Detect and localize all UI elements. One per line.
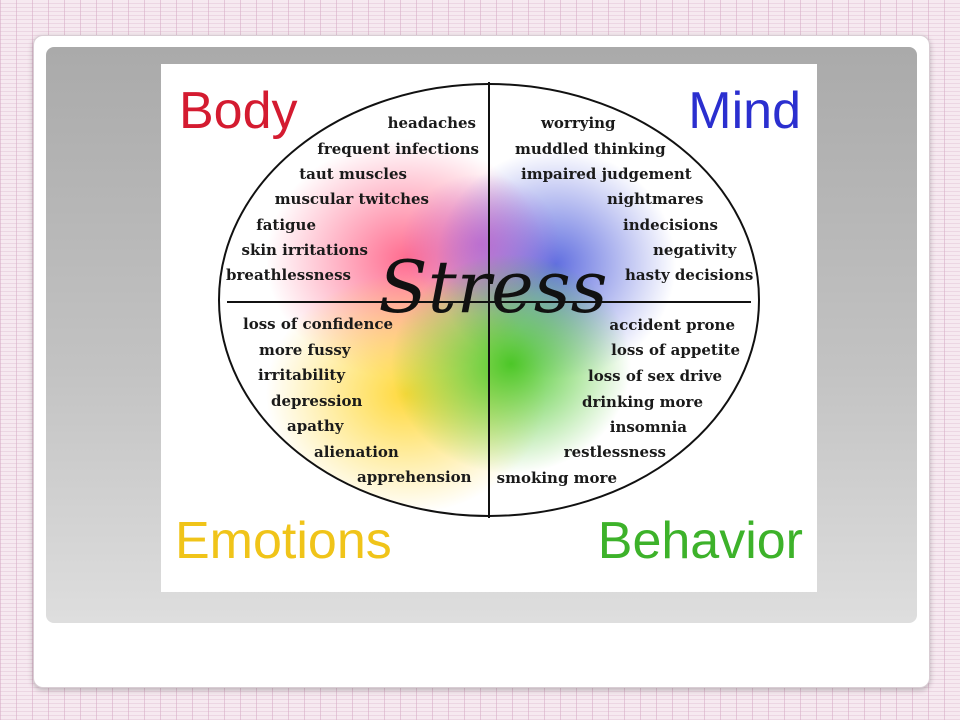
list-item: depression <box>271 392 363 410</box>
list-item: apathy <box>287 417 345 435</box>
body-items: headaches frequent infections taut muscl… <box>226 114 479 284</box>
behavior-items: accident prone loss of appetite loss of … <box>497 316 740 487</box>
list-item: frequent infections <box>317 140 479 158</box>
slide: Body Mind Emotions Behavior Stress heada… <box>33 35 930 688</box>
list-item: negativity <box>653 241 738 259</box>
list-item: impaired judgement <box>521 165 692 183</box>
quadrant-label-body: Body <box>179 82 298 140</box>
quadrant-label-mind: Mind <box>688 82 801 140</box>
list-item: worrying <box>540 114 616 132</box>
list-item: fatigue <box>256 216 316 234</box>
list-item: indecisions <box>623 216 718 234</box>
list-item: apprehension <box>357 468 472 486</box>
list-item: insomnia <box>610 418 688 436</box>
list-item: skin irritations <box>242 241 369 259</box>
list-item: irritability <box>258 366 346 384</box>
quadrant-label-emotions: Emotions <box>175 512 392 570</box>
stress-diagram-svg: Body Mind Emotions Behavior Stress heada… <box>175 82 803 570</box>
list-item: loss of appetite <box>611 341 740 359</box>
list-item: alienation <box>314 443 399 461</box>
list-item: restlessness <box>564 443 666 461</box>
stress-diagram: Body Mind Emotions Behavior Stress heada… <box>161 64 817 592</box>
list-item: headaches <box>388 114 476 132</box>
quadrant-label-behavior: Behavior <box>598 512 803 570</box>
mind-items: worrying muddled thinking impaired judge… <box>515 114 753 284</box>
list-item: muscular twitches <box>275 190 429 208</box>
list-item: hasty decisions <box>625 266 753 284</box>
center-label: Stress <box>378 245 607 329</box>
list-item: loss of confidence <box>243 315 393 333</box>
list-item: muddled thinking <box>515 140 666 158</box>
list-item: taut muscles <box>299 165 407 183</box>
list-item: nightmares <box>607 190 703 208</box>
emotions-items: loss of confidence more fussy irritabili… <box>243 315 472 486</box>
list-item: breathlessness <box>226 266 351 284</box>
color-glow <box>266 139 676 514</box>
list-item: more fussy <box>259 341 352 359</box>
list-item: drinking more <box>582 393 703 411</box>
list-item: accident prone <box>609 316 735 334</box>
list-item: smoking more <box>497 469 617 487</box>
list-item: loss of sex drive <box>588 367 722 385</box>
content-panel: Body Mind Emotions Behavior Stress heada… <box>46 47 917 623</box>
